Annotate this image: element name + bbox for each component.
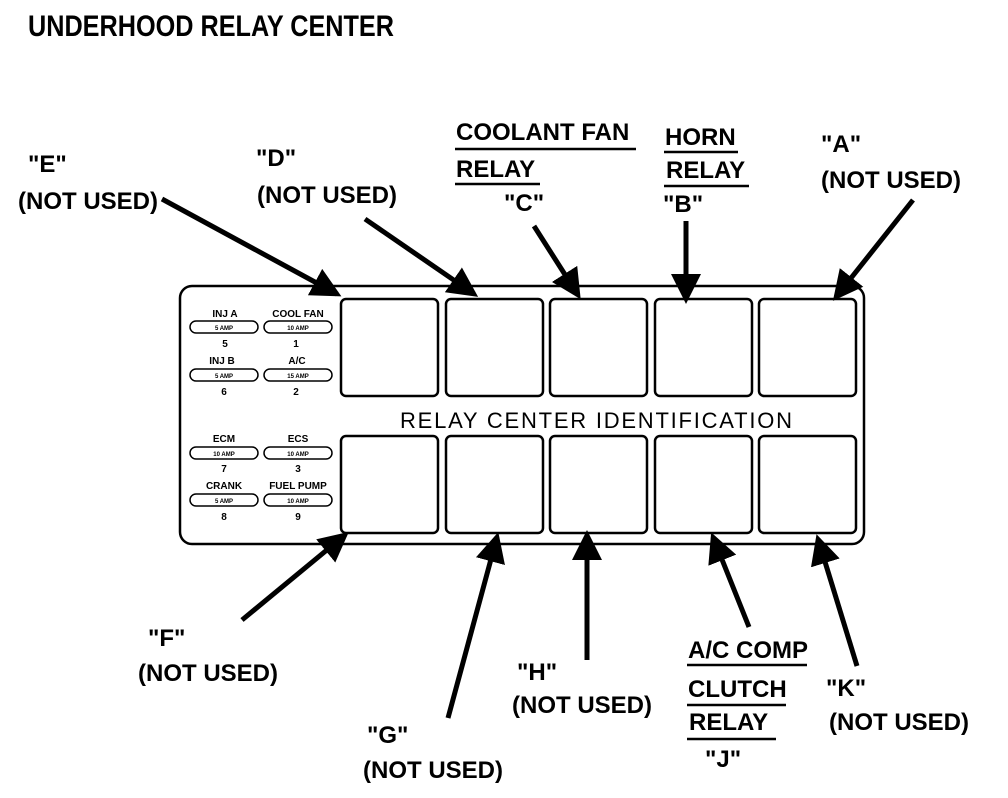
fuse-amp: 10 AMP bbox=[287, 499, 308, 505]
label-a-letter: "A" bbox=[821, 131, 861, 158]
fuse-number: 6 bbox=[221, 387, 227, 398]
label-h: "H" (NOT USED) bbox=[512, 659, 652, 719]
relay-socket-j bbox=[653, 434, 754, 535]
fuse-body bbox=[263, 446, 333, 460]
arrow-k bbox=[810, 534, 860, 667]
label-c-name-1: COOLANT FAN bbox=[456, 119, 629, 146]
fuse-amp: 5 AMP bbox=[215, 326, 233, 332]
label-k-letter: "K" bbox=[826, 675, 866, 702]
arrow-a bbox=[832, 198, 915, 301]
fuse-name: COOL FAN bbox=[272, 309, 323, 320]
label-d-letter: "D" bbox=[256, 145, 296, 172]
fuse-number: 3 bbox=[295, 464, 301, 475]
arrow-d bbox=[363, 216, 479, 297]
label-h-letter: "H" bbox=[517, 659, 557, 686]
label-k-note: (NOT USED) bbox=[829, 709, 969, 736]
label-c-letter: "C" bbox=[504, 190, 544, 217]
relay-socket-k bbox=[757, 434, 858, 535]
fuse-amp: 5 AMP bbox=[215, 374, 233, 380]
label-j: A/C COMP CLUTCH RELAY "J" bbox=[687, 637, 808, 773]
fuse-amp: 10 AMP bbox=[287, 326, 308, 332]
label-b: HORN RELAY "B" bbox=[663, 124, 749, 218]
label-a: "A" (NOT USED) bbox=[821, 131, 961, 194]
fuse-name: INJ B bbox=[209, 356, 235, 367]
label-h-note: (NOT USED) bbox=[512, 692, 652, 719]
label-e-letter: "E" bbox=[28, 151, 67, 178]
fuse-amp: 15 AMP bbox=[287, 374, 308, 380]
fuse-inj-b: INJ B 5 AMP 6 bbox=[189, 356, 259, 398]
fuse-body bbox=[189, 446, 259, 460]
label-c-name-2: RELAY bbox=[456, 156, 535, 183]
label-j-name-3: RELAY bbox=[689, 709, 768, 736]
label-c: COOLANT FAN RELAY "C" bbox=[455, 119, 636, 217]
relay-socket-c bbox=[548, 297, 649, 398]
label-b-letter: "B" bbox=[663, 191, 703, 218]
fuse-number: 1 bbox=[293, 339, 299, 350]
fuse-number: 8 bbox=[221, 512, 227, 523]
diagram-title: UNDERHOOD RELAY CENTER bbox=[28, 10, 394, 43]
arrow-c bbox=[531, 224, 581, 300]
fuse-name: A/C bbox=[288, 356, 305, 367]
fuse-ecm: ECM 10 AMP 7 bbox=[189, 434, 259, 475]
label-f-note: (NOT USED) bbox=[138, 660, 278, 687]
fuse-amp: 10 AMP bbox=[213, 452, 234, 458]
label-d: "D" (NOT USED) bbox=[256, 145, 397, 209]
fuse-number: 7 bbox=[221, 464, 227, 475]
label-a-note: (NOT USED) bbox=[821, 167, 961, 194]
fuse-body bbox=[189, 493, 259, 507]
relay-socket-d bbox=[444, 297, 545, 398]
label-e-note: (NOT USED) bbox=[18, 188, 158, 215]
arrow-f bbox=[240, 531, 349, 622]
fuse-fuel-pump: FUEL PUMP 10 AMP 9 bbox=[263, 481, 333, 523]
arrow-e bbox=[160, 196, 342, 297]
fuse-body bbox=[189, 320, 259, 334]
fuse-name: CRANK bbox=[206, 481, 243, 492]
fuse-amp: 10 AMP bbox=[287, 452, 308, 458]
label-g: "G" (NOT USED) bbox=[363, 722, 503, 784]
fuse-crank: CRANK 5 AMP 8 bbox=[189, 481, 259, 523]
relay-socket-g bbox=[444, 434, 545, 535]
fuse-block: INJ A 5 AMP 5 COOL FAN 10 AMP 1 INJ B 5 … bbox=[189, 309, 333, 523]
fuse-number: 2 bbox=[293, 387, 299, 398]
arrow-g bbox=[445, 532, 505, 719]
label-j-name-2: CLUTCH bbox=[688, 676, 787, 703]
fuse-body bbox=[263, 320, 333, 334]
fuse-body bbox=[263, 493, 333, 507]
relay-socket-e bbox=[339, 297, 440, 398]
label-f-letter: "F" bbox=[148, 625, 185, 652]
label-j-name-1: A/C COMP bbox=[688, 637, 808, 664]
fuse-body bbox=[263, 368, 333, 382]
label-b-name-2: RELAY bbox=[666, 157, 745, 184]
fuse-amp: 5 AMP bbox=[215, 499, 233, 505]
label-g-note: (NOT USED) bbox=[363, 757, 503, 784]
fuse-cool-fan: COOL FAN 10 AMP 1 bbox=[263, 309, 333, 350]
label-f: "F" (NOT USED) bbox=[138, 625, 278, 687]
relay-socket-a bbox=[757, 297, 858, 398]
label-k: "K" (NOT USED) bbox=[826, 675, 969, 736]
fuse-inj-a: INJ A 5 AMP 5 bbox=[189, 309, 259, 350]
label-d-note: (NOT USED) bbox=[257, 182, 397, 209]
relay-socket-b bbox=[653, 297, 754, 398]
fuse-number: 9 bbox=[295, 512, 301, 523]
fuse-a-c: A/C 15 AMP 2 bbox=[263, 356, 333, 398]
fuse-number: 5 bbox=[222, 339, 228, 350]
fuse-name: ECS bbox=[288, 434, 309, 445]
label-j-letter: "J" bbox=[705, 746, 741, 773]
arrow-j bbox=[708, 532, 752, 628]
fuse-ecs: ECS 10 AMP 3 bbox=[263, 434, 333, 475]
fuse-name: FUEL PUMP bbox=[269, 481, 327, 492]
fuse-name: ECM bbox=[213, 434, 235, 445]
panel-label: RELAY CENTER IDENTIFICATION bbox=[400, 408, 792, 433]
label-b-name-1: HORN bbox=[665, 124, 736, 151]
label-e: "E" (NOT USED) bbox=[18, 151, 158, 215]
label-g-letter: "G" bbox=[367, 722, 408, 749]
fuse-body bbox=[189, 368, 259, 382]
relay-socket-h bbox=[548, 434, 649, 535]
fuse-name: INJ A bbox=[212, 309, 237, 320]
relay-socket-f bbox=[339, 434, 440, 535]
